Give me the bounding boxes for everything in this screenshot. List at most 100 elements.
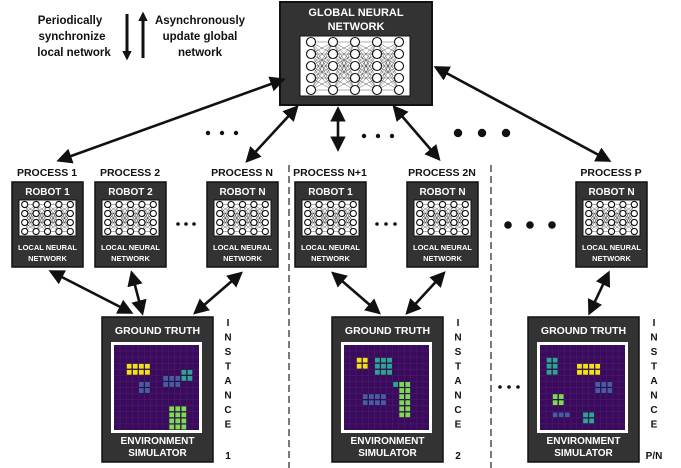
ellipsis-layer (176, 128, 556, 389)
object-cell (558, 393, 565, 400)
neuron-node (66, 200, 74, 209)
local-network-label: NETWORK (28, 254, 67, 263)
global-network-box: GLOBAL NEURAL NETWORK (279, 1, 433, 106)
neuron-node (607, 209, 616, 218)
neuron-node (250, 227, 258, 236)
object-cell (546, 369, 552, 376)
object-cell (582, 418, 589, 424)
object-cell (606, 387, 613, 394)
neuron-node (461, 209, 469, 218)
object-cell (144, 369, 151, 376)
object-cell (174, 411, 181, 418)
object-cell (180, 369, 187, 376)
neuron-node (115, 209, 123, 218)
object-cell (362, 357, 369, 364)
simulator-label: SIMULATOR (358, 448, 417, 459)
neuron-node (596, 200, 604, 209)
ellipsis-dots (176, 222, 196, 226)
neuron-node (43, 218, 52, 227)
object-cell (168, 411, 175, 418)
neuron-node (619, 209, 627, 218)
neuron-node (607, 227, 616, 236)
object-cell (180, 418, 187, 424)
neuron-node (32, 209, 40, 218)
neuron-node (238, 209, 247, 218)
legend-left-line: Periodically (38, 15, 103, 27)
process-label: PROCESS 1 (17, 167, 77, 179)
instance-letter: E (455, 420, 462, 431)
neuron-node (315, 200, 323, 209)
simulator-label: SIMULATOR (128, 448, 187, 459)
neuron-node (349, 60, 361, 72)
object-cell (398, 393, 405, 400)
ground-truth-label: GROUND TRUTH (115, 325, 200, 337)
neuron-node (126, 218, 135, 227)
neuron-node (138, 227, 146, 236)
neuron-node (55, 209, 63, 218)
neuron-node (55, 227, 63, 236)
instance-id: 1 (225, 451, 231, 462)
neuron-node (438, 209, 447, 218)
neuron-node (227, 200, 235, 209)
instance-letter: I (227, 318, 230, 329)
object-cell (174, 418, 181, 424)
object-cell (168, 381, 175, 388)
neuron-node (149, 200, 157, 209)
local-network-label: LOCAL NEURAL (213, 243, 272, 252)
neuron-node (371, 72, 383, 84)
object-cell (180, 424, 187, 430)
instance-letter: N (454, 333, 461, 344)
object-cell (558, 399, 565, 406)
object-cell (144, 363, 151, 370)
neuron-node (326, 227, 335, 236)
environment-label: ENVIRONMENT (121, 436, 195, 447)
neuron-node (371, 36, 383, 48)
environment-label: ENVIRONMENT (547, 436, 621, 447)
simulator-label: SIMULATOR (554, 448, 613, 459)
neural-network-icon (413, 199, 472, 237)
instance-letter: N (650, 333, 657, 344)
neuron-node (393, 36, 405, 48)
neuron-node (327, 72, 339, 84)
neuron-node (338, 227, 346, 236)
object-cell (380, 399, 387, 406)
process-label: PROCESS P (580, 167, 641, 179)
ellipsis-dots (205, 130, 239, 136)
instance-letter: A (454, 376, 461, 387)
object-cell (576, 363, 583, 370)
neuron-node (349, 218, 357, 227)
object-cell (132, 363, 139, 370)
neuron-node (126, 209, 135, 218)
neuron-node (327, 84, 339, 96)
object-cell (588, 363, 595, 370)
object-cell (380, 357, 387, 364)
object-cell (174, 381, 181, 388)
local-network-label: NETWORK (111, 254, 150, 263)
object-cell (404, 399, 411, 406)
neural-network-icon (299, 35, 411, 97)
object-cell (398, 387, 405, 394)
object-cell (356, 357, 363, 364)
neural-network-icon (213, 199, 272, 237)
robot-label: ROBOT N (219, 187, 265, 198)
neuron-node (349, 84, 361, 96)
neuron-node (630, 209, 638, 218)
neuron-node (104, 218, 112, 227)
neuron-node (104, 209, 112, 218)
neuron-node (619, 218, 627, 227)
neuron-node (305, 36, 317, 48)
object-cell (144, 381, 151, 388)
object-cell (404, 387, 411, 394)
object-cell (588, 411, 595, 418)
instance-letter: C (224, 405, 231, 416)
environment-label: ENVIRONMENT (351, 436, 425, 447)
instance-letter: T (651, 362, 657, 373)
local-network-label: LOCAL NEURAL (413, 243, 472, 252)
neuron-node (55, 218, 63, 227)
neuron-node (216, 209, 224, 218)
object-cell (546, 363, 552, 370)
instance-letter: S (225, 347, 232, 358)
